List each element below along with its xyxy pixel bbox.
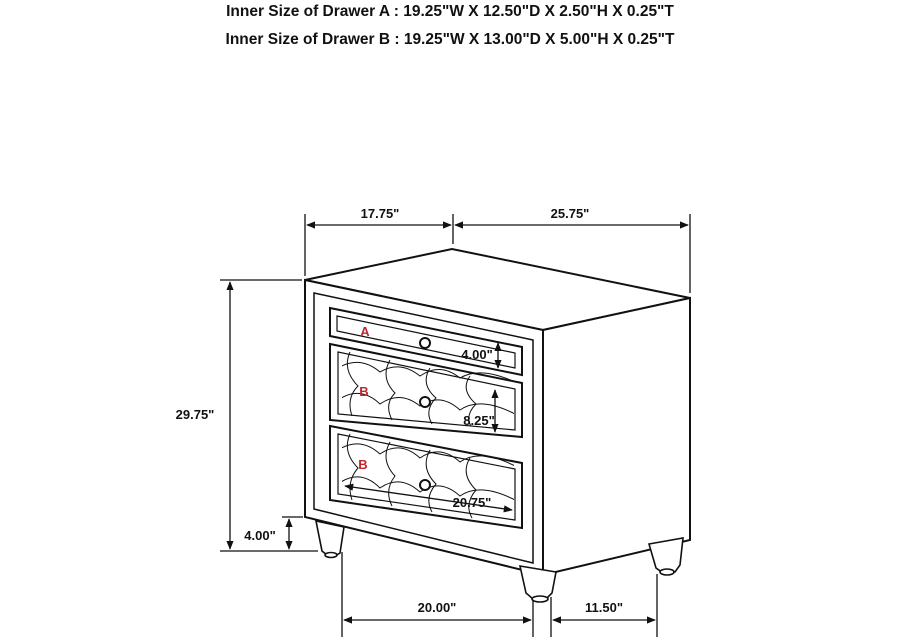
- drawer-a-knob: [419, 337, 431, 349]
- drawer-width-label: 20.75": [453, 495, 492, 510]
- drawer-b-spec: Inner Size of Drawer B : 19.25"W X 13.00…: [225, 31, 675, 48]
- drawer-a-height-label: 4.00": [461, 347, 492, 362]
- base-width-label: 20.00": [418, 600, 457, 615]
- drawer-b-height-label: 8.25": [463, 413, 494, 428]
- drawer-b-upper-letter: B: [359, 384, 368, 399]
- height-label: 29.75": [176, 407, 215, 422]
- dimension-lines: [220, 214, 691, 637]
- drawer-b-upper-knob: [419, 396, 431, 408]
- leg-height-label: 4.00": [244, 528, 275, 543]
- drawer-b-upper[interactable]: [329, 342, 523, 439]
- legs: [314, 519, 684, 603]
- top-width-label: 25.75": [551, 206, 590, 221]
- drawer-b-lower-letter: B: [358, 457, 367, 472]
- base-depth-label: 11.50": [585, 600, 623, 615]
- top-depth-label: 17.75": [361, 206, 400, 221]
- drawer-a-spec: Inner Size of Drawer A : 19.25"W X 12.50…: [226, 3, 674, 20]
- cabinet-body: [304, 247, 691, 577]
- drawer-b-lower-knob: [419, 479, 431, 491]
- drawer-a-letter: A: [360, 324, 370, 339]
- drawer-a[interactable]: [329, 306, 523, 377]
